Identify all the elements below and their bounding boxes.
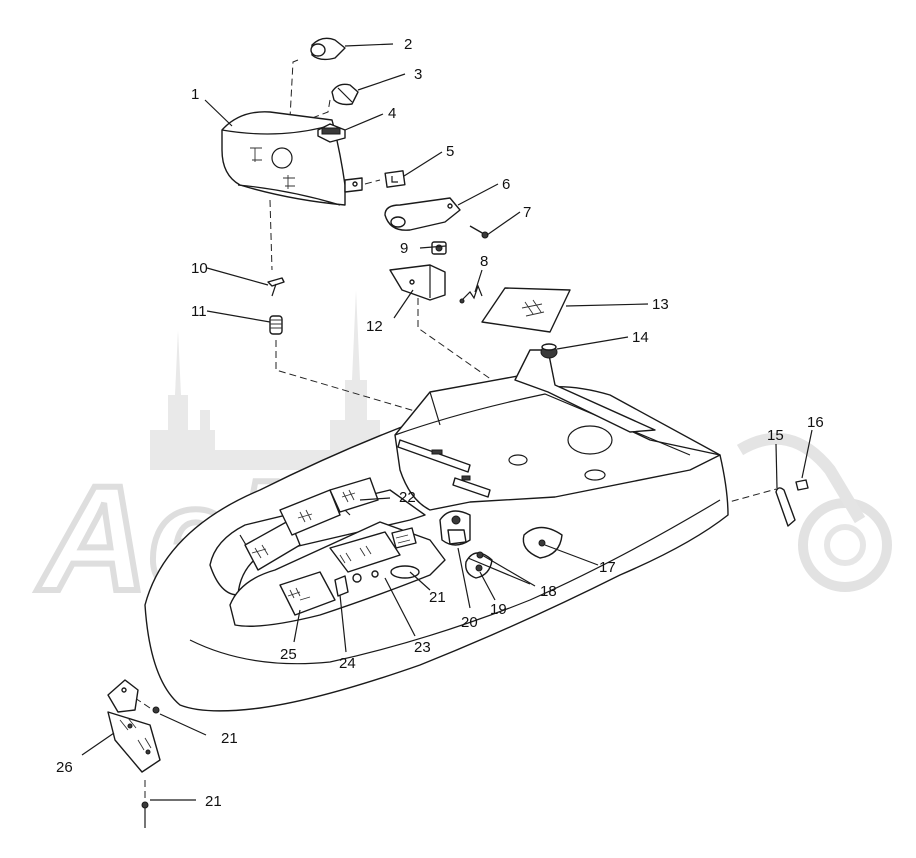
callout-12: 12 xyxy=(366,318,383,335)
callout-22: 22 xyxy=(399,489,416,506)
screw-7 xyxy=(469,225,489,239)
spring-clip xyxy=(459,284,483,304)
callout-15: 15 xyxy=(767,427,784,444)
callout-24: 24 xyxy=(339,655,356,672)
callout-10: 10 xyxy=(191,260,208,277)
connector xyxy=(317,123,346,143)
callout-14: 14 xyxy=(632,329,649,346)
callout-17: 17 xyxy=(599,559,616,576)
callout-25: 25 xyxy=(280,646,297,663)
callout-9: 9 xyxy=(400,240,408,257)
callout-21-bracket: 21 xyxy=(221,730,238,747)
console-items xyxy=(279,527,420,616)
bottom-bracket xyxy=(107,679,161,773)
callout-26: 26 xyxy=(56,759,73,776)
callout-16: 16 xyxy=(807,414,824,431)
callout-1: 1 xyxy=(191,86,199,103)
callout-2: 2 xyxy=(404,36,412,53)
spring-11 xyxy=(269,315,283,335)
callout-6: 6 xyxy=(502,176,510,193)
callout-20: 20 xyxy=(461,614,478,631)
screw-17 xyxy=(522,526,563,559)
bolt-10 xyxy=(267,277,285,297)
headlight-bracket xyxy=(384,197,461,231)
headlight-housing xyxy=(221,111,363,206)
callout-5: 5 xyxy=(446,143,454,160)
pin xyxy=(795,479,809,491)
callout-4: 4 xyxy=(388,105,396,122)
callouts: 1 2 3 4 5 6 7 8 9 10 11 12 13 14 15 16 1… xyxy=(56,36,824,810)
leader-lines xyxy=(81,43,813,801)
latch xyxy=(775,487,796,527)
callout-18: 18 xyxy=(540,583,557,600)
screws-21 xyxy=(141,706,160,828)
hood-body xyxy=(144,349,729,712)
bulb-socket xyxy=(331,83,359,106)
callout-21-lower: 21 xyxy=(205,793,222,810)
decal-set-22 xyxy=(244,477,379,571)
callout-8: 8 xyxy=(480,253,488,270)
callout-13: 13 xyxy=(652,296,669,313)
bulb xyxy=(310,37,346,61)
callout-23: 23 xyxy=(414,639,431,656)
nut-9 xyxy=(431,241,447,255)
decal-plate xyxy=(481,287,571,333)
gasket-washer xyxy=(439,510,493,579)
clip xyxy=(384,170,406,188)
mount-bracket xyxy=(389,264,446,301)
callout-7: 7 xyxy=(523,204,531,221)
callout-11: 11 xyxy=(191,303,207,320)
callout-19: 19 xyxy=(490,601,507,618)
watermark-motorcycle xyxy=(736,432,892,592)
grommet xyxy=(540,343,558,359)
callout-21-console: 21 xyxy=(429,589,446,606)
callout-3: 3 xyxy=(414,66,422,83)
